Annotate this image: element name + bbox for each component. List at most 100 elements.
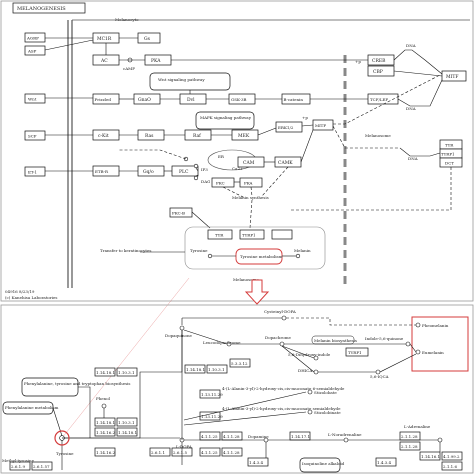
enzyme-e6: TYRP1 — [348, 350, 362, 355]
node-gsk3b-label: GSK-3B — [231, 97, 247, 102]
enzyme-e10: 1.10.3.1 — [118, 420, 135, 425]
node-mc1r-label: MC1R — [97, 36, 112, 42]
dopachrome-dot — [279, 341, 285, 347]
enzyme-e13: 4.1.1.25 — [201, 434, 218, 439]
node-plc-label: PLC — [179, 169, 189, 175]
enzyme-e19-box — [9, 461, 31, 471]
dhi-label: 5,6-Dihydroxy-indole — [288, 352, 331, 357]
node-pka2-label: PKA — [244, 181, 253, 186]
title-box — [12, 2, 86, 14]
phenol-label: Phenol — [96, 396, 111, 401]
ldopa-label: L-DOPA — [176, 444, 192, 449]
ip3-dot — [193, 163, 199, 169]
noradrenaline-label: L-Noradrenaline — [328, 432, 362, 437]
enzyme-e19: 2.6.1.9 — [11, 464, 25, 469]
enzyme-e25: 2.1.1.28 — [401, 444, 418, 449]
enzyme-e6-box — [345, 347, 369, 357]
dopachrome-label: Dopachrome — [265, 335, 291, 340]
node-frizzled-label: Frizzled — [95, 97, 112, 102]
node-tyr-2-label: TYR — [215, 233, 224, 238]
node-camk-label: CAMK — [278, 160, 293, 166]
stizolobate-dot — [307, 389, 313, 395]
er-label: ER — [218, 154, 225, 159]
eumelanin-dot — [415, 349, 421, 355]
enzyme-e24-box — [94, 447, 116, 457]
melanin-output-box — [411, 316, 469, 372]
plus-p-1: +p — [355, 59, 361, 64]
top-panel-frame — [0, 0, 474, 302]
enzyme-e3: 1.14.18.1 — [186, 367, 205, 372]
phenol-dot — [101, 403, 107, 409]
tyrosine-metabolism-label: Tyrosine metabolism — [240, 254, 283, 259]
dopaquinone-dot — [179, 325, 185, 331]
enzyme-e12: 1.14.18.1 — [118, 430, 137, 435]
mapk-pathway-box — [195, 111, 255, 130]
node-et1 — [24, 166, 46, 177]
node-pkcb-label: PKC-B — [172, 211, 185, 216]
node-ac-label: AC — [100, 58, 108, 64]
node-agrp — [24, 32, 46, 43]
enzyme-e26-box — [419, 451, 441, 461]
ip3-label: IP3 — [201, 167, 208, 172]
enzyme-e23: 1.4.3.4 — [377, 460, 391, 465]
node-dct-2 — [271, 229, 293, 240]
isoquinoline-label: Isoquinoline alkaloid — [302, 461, 345, 466]
tyrosine-dot — [207, 253, 213, 259]
node-tyr-1-label: TYR — [445, 143, 454, 148]
melanin-label: Melanin — [294, 248, 311, 253]
node-mitf1-label: MITF — [446, 74, 459, 80]
indolequinone-dot — [405, 341, 411, 347]
melanosome-compartment — [184, 226, 326, 270]
isoquinoline-box — [299, 457, 341, 473]
enzyme-e9-box — [94, 417, 116, 427]
node-agrp-label: AGRP — [26, 36, 39, 41]
stizolobinate-dot — [307, 409, 313, 415]
enzyme-e18: 2.6.1.5 — [173, 450, 187, 455]
bottom-panel-frame — [0, 304, 474, 474]
node-tyrp1-1-label: TYRP1 — [441, 152, 455, 157]
node-pka1-label: PKA — [151, 58, 161, 64]
melanosome-label-2: Melanosome — [233, 277, 259, 282]
phenylalanine-metabolism-label: Phenylalanine metabolism — [5, 405, 59, 410]
node-creb-label: CREB — [372, 58, 386, 64]
enzyme-e20-box — [31, 461, 53, 471]
enzyme-e7: 1.13.11.29 — [201, 392, 223, 397]
phe-tyr-trp-pathway-label: Phenylalanine, tyrosine and tryptophan b… — [24, 381, 130, 386]
enzyme-e27-box — [221, 447, 243, 457]
enzyme-e10-box — [116, 417, 138, 427]
enzyme-e5-box — [229, 358, 251, 368]
wnt-pathway-label: Wnt signaling pathway — [158, 77, 205, 82]
enzyme-e17: 2.6.1.1 — [151, 450, 165, 455]
cysteinyldopa-label: Cysteinyl-DOPA — [264, 309, 296, 314]
node-ras-label: Ras — [145, 133, 154, 139]
footer-copyright: (c) Kanehisa Laboratories — [5, 295, 57, 300]
node-gq-label: Gq/o — [143, 169, 154, 175]
node-pkcb — [169, 207, 193, 218]
enzyme-e9: 1.14.18.1 — [96, 420, 115, 425]
dhica-dot — [313, 369, 319, 375]
enzyme-e8-box — [199, 411, 221, 421]
dhica-label: DHICA — [298, 368, 312, 373]
node-gnao-label: GnaO — [138, 97, 151, 103]
node-erk-label: ERK1/2 — [278, 125, 294, 130]
enzyme-e2-box — [116, 367, 138, 377]
node-dct-label: DCT — [445, 161, 454, 166]
enzyme-e26: 1.14.16.1 — [421, 454, 440, 459]
enzyme-e28-box — [441, 451, 463, 461]
node-tyrp1-2 — [239, 229, 265, 240]
pheomelanin-label: Pheomelanin — [422, 323, 449, 328]
node-wnt-label: Wnt — [28, 97, 37, 102]
node-et1-label: ET-1 — [28, 170, 37, 175]
node-mitf2-label: MITF — [315, 123, 326, 128]
enzyme-e12-box — [116, 427, 138, 437]
zoom-guide-line — [61, 277, 190, 439]
enzyme-e2: 1.10.3.1 — [118, 370, 135, 375]
enzyme-e8: 1.13.11.29 — [201, 414, 223, 419]
node-pkc-label: PKC — [216, 181, 225, 186]
enzyme-e24: 1.14.16.2 — [96, 450, 116, 455]
node-raf-label: Raf — [193, 133, 201, 139]
dna-label-1: DNA — [406, 43, 416, 48]
node-asip-label: ASP — [27, 49, 37, 54]
dopamine-label: Dopamine — [248, 434, 269, 439]
